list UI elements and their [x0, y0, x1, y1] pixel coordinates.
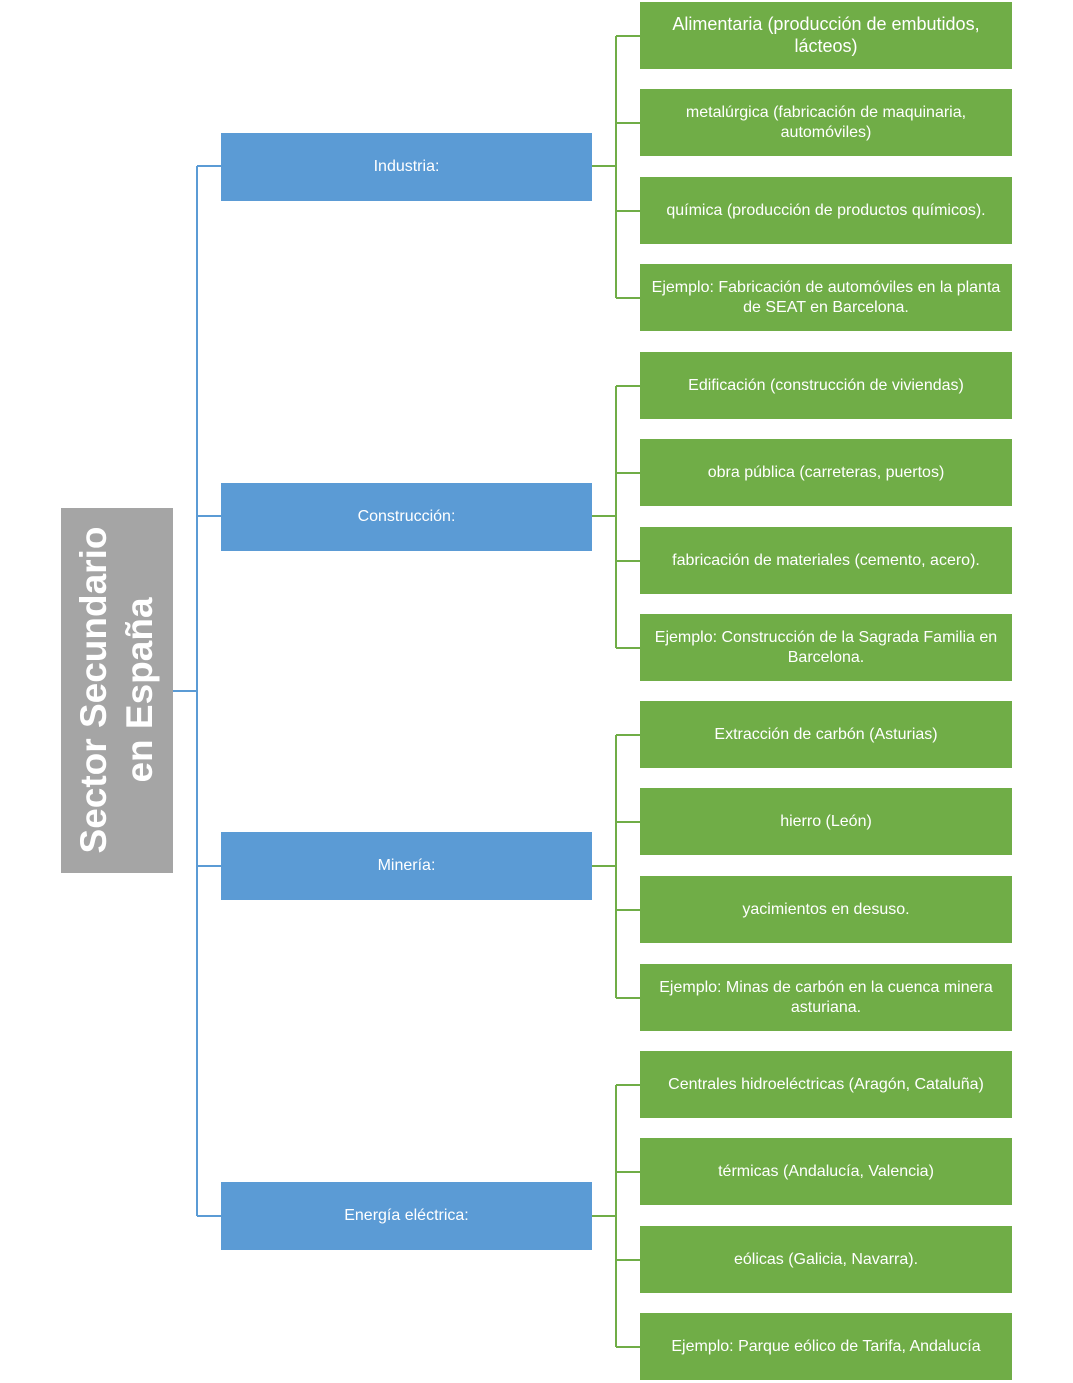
category-mineria: Minería: — [221, 832, 592, 900]
leaf-mineria-1: Extracción de carbón (Asturias) — [640, 701, 1012, 768]
leaf-construccion-1: Edificación (construcción de viviendas) — [640, 352, 1012, 419]
leaf-energia-1: Centrales hidroeléctricas (Aragón, Catal… — [640, 1051, 1012, 1118]
leaf-mineria-3: yacimientos en desuso. — [640, 876, 1012, 943]
root-node: Sector Secundario en España — [61, 508, 173, 873]
leaf-industria-4: Ejemplo: Fabricación de automóviles en l… — [640, 264, 1012, 331]
leaf-energia-2: térmicas (Andalucía, Valencia) — [640, 1138, 1012, 1205]
category-energia-electrica: Energía eléctrica: — [221, 1182, 592, 1250]
root-connectors — [173, 165, 221, 1217]
leaf-mineria-2: hierro (León) — [640, 788, 1012, 855]
leaf-industria-1: Alimentaria (producción de embutidos, lá… — [640, 2, 1012, 69]
leaf-energia-4: Ejemplo: Parque eólico de Tarifa, Andalu… — [640, 1313, 1012, 1380]
leaf-construccion-4: Ejemplo: Construcción de la Sagrada Fami… — [640, 614, 1012, 681]
root-title-line-2: en España — [119, 597, 160, 783]
leaf-energia-3: eólicas (Galicia, Navarra). — [640, 1226, 1012, 1293]
leaf-industria-2: metalúrgica (fabricación de maquinaria, … — [640, 89, 1012, 156]
root-title-line-1: Sector Secundario — [73, 526, 114, 854]
leaf-construccion-3: fabricación de materiales (cemento, acer… — [640, 527, 1012, 594]
leaf-industria-3: química (producción de productos químico… — [640, 177, 1012, 244]
leaf-construccion-2: obra pública (carreteras, puertos) — [640, 439, 1012, 506]
leaf-connectors — [592, 35, 640, 1348]
root-title: Sector Secundario en España — [71, 508, 163, 873]
leaf-mineria-4: Ejemplo: Minas de carbón en la cuenca mi… — [640, 964, 1012, 1031]
category-industria: Industria: — [221, 133, 592, 201]
category-construccion: Construcción: — [221, 483, 592, 551]
